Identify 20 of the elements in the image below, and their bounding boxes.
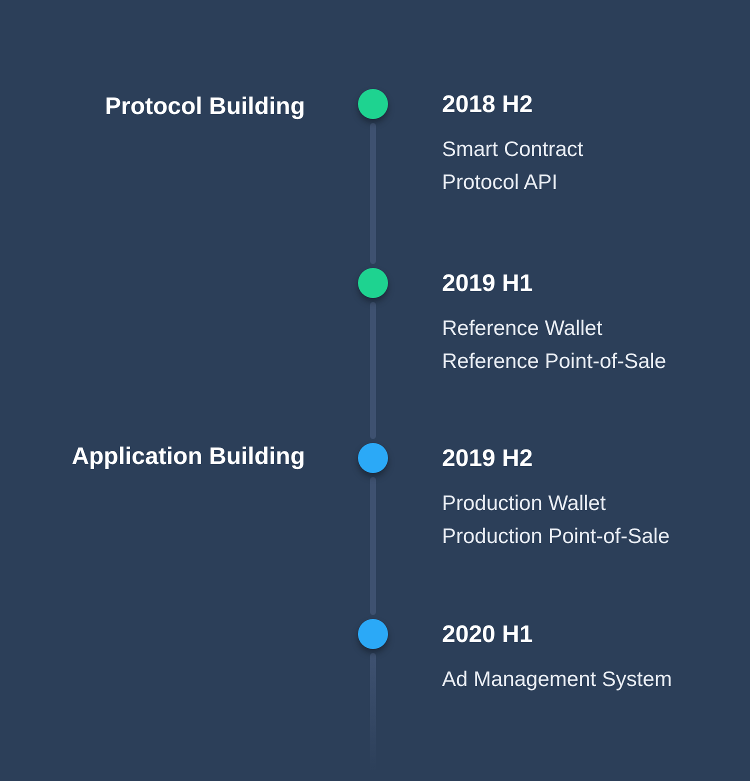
milestone-item: Ad Management System (442, 667, 672, 693)
timeline-dot (358, 89, 388, 119)
milestone-item: Production Point-of-Sale (442, 524, 670, 550)
phase-label: Protocol Building (105, 93, 305, 121)
phase-label: Application Building (72, 443, 305, 471)
timeline-line (370, 123, 376, 264)
milestone-item: Protocol API (442, 170, 558, 196)
milestone-heading: 2018 H2 (442, 91, 533, 119)
milestone-item: Reference Wallet (442, 316, 602, 342)
milestone-heading: 2019 H1 (442, 270, 533, 298)
milestone-heading: 2020 H1 (442, 621, 533, 649)
milestone-heading: 2019 H2 (442, 445, 533, 473)
timeline-line (370, 477, 376, 615)
milestone-item: Production Wallet (442, 491, 606, 517)
milestone-item: Reference Point-of-Sale (442, 349, 666, 375)
timeline-line (370, 302, 376, 439)
timeline-dot (358, 268, 388, 298)
milestone-item: Smart Contract (442, 137, 584, 163)
timeline-dot (358, 619, 388, 649)
timeline-dot (358, 443, 388, 473)
